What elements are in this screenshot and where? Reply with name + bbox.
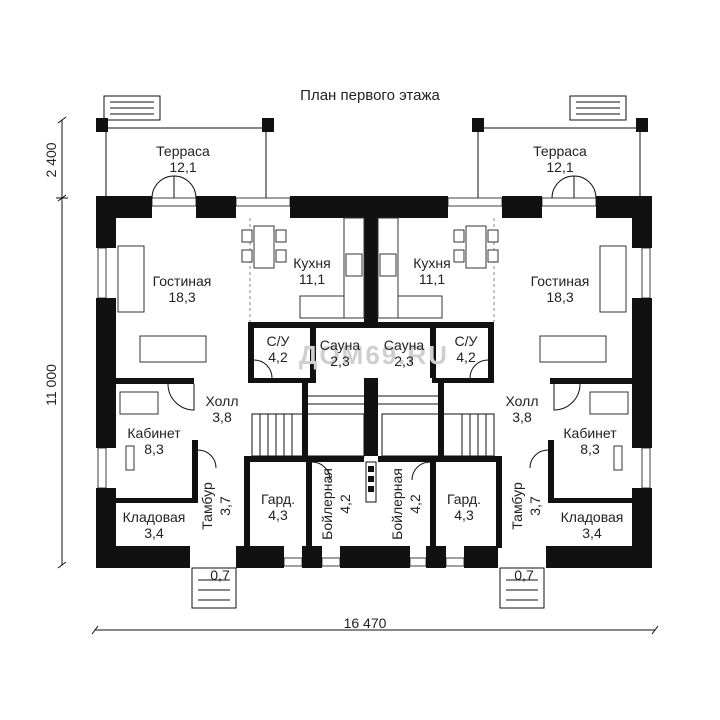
room-area-vestibule-left: 3,7 [217,496,233,516]
porch-area-left: 0,7 [210,567,230,583]
doors [151,175,597,481]
room-area-office-right: 8,3 [580,441,600,457]
room-area-storage-left: 3,4 [144,525,164,541]
outer-walls [96,196,652,568]
room-area-vestibule-right: 3,7 [527,496,543,516]
room-name-vestibule-right: Тамбур [509,482,525,530]
room-name-wc-left: С/У [267,333,290,349]
room-area-living-right: 18,3 [546,289,573,305]
room-name-sauna-right: Сауна [384,337,425,353]
room-name-kitchen-left: Кухня [293,255,330,271]
room-name-boiler-left: Бойлерная [319,468,335,540]
staircases [251,395,495,457]
room-name-office-left: Кабинет [127,425,181,441]
room-name-living-right: Гостиная [531,273,590,289]
room-name-kitchen-right: Кухня [413,255,450,271]
room-name-wardrobe-right: Гард. [447,491,481,507]
terrace-structure [96,95,648,198]
room-name-storage-right: Кладовая [561,509,624,525]
room-area-kitchen-left: 11,1 [299,271,325,287]
room-area-terrace-right: 12,1 [546,159,573,175]
entry-porches [191,567,545,609]
room-area-sauna-left: 2,3 [330,353,350,369]
furniture [117,225,629,471]
room-name-storage-left: Кладовая [123,509,186,525]
room-area-sauna-right: 2,3 [394,353,414,369]
room-area-boiler-right: 4,2 [407,494,423,514]
windows [97,197,651,567]
dimension-height-terrace: 2 400 [43,142,59,177]
room-area-hall-left: 3,8 [212,409,232,425]
room-labels-left: Терраса 12,1 Гостиная 18,3 Кухня 11,1 С/… [123,143,361,583]
room-name-terrace-right: Терраса [533,143,587,159]
room-name-vestibule-left: Тамбур [199,482,215,530]
room-name-sauna-left: Сауна [320,337,361,353]
room-area-terrace-left: 12,1 [169,159,196,175]
room-area-wc-left: 4,2 [268,349,288,365]
room-area-storage-right: 3,4 [582,525,602,541]
dimension-width: 16 470 [344,615,387,631]
room-area-wc-right: 4,2 [456,349,476,365]
room-area-boiler-left: 4,2 [337,494,353,514]
room-name-boiler-right: Бойлерная [389,468,405,540]
interior-walls [114,218,634,548]
room-name-hall-right: Холл [506,393,539,409]
vent-columns [365,289,377,503]
room-area-office-left: 8,3 [144,441,164,457]
room-name-hall-left: Холл [206,393,239,409]
dimension-lines [56,116,659,635]
room-name-living-left: Гостиная [153,273,212,289]
room-labels-right: Терраса 12,1 Гостиная 18,3 Кухня 11,1 С/… [384,143,624,583]
room-name-office-right: Кабинет [563,425,617,441]
room-name-terrace-left: Терраса [156,143,210,159]
room-area-wardrobe-left: 4,3 [268,507,288,523]
room-area-wardrobe-right: 4,3 [454,507,474,523]
watermark: ДОМ69.RU [299,340,449,370]
kitchen-counters [249,217,495,322]
room-area-hall-right: 3,8 [512,409,532,425]
room-name-wc-right: С/У [455,333,478,349]
plan-title: План первого этажа [300,87,440,104]
porch-area-right: 0,7 [514,567,534,583]
room-area-living-left: 18,3 [168,289,195,305]
room-name-wardrobe-left: Гард. [261,491,295,507]
dimension-height-total: 11 000 [43,364,59,406]
room-area-kitchen-right: 11,1 [419,271,445,287]
